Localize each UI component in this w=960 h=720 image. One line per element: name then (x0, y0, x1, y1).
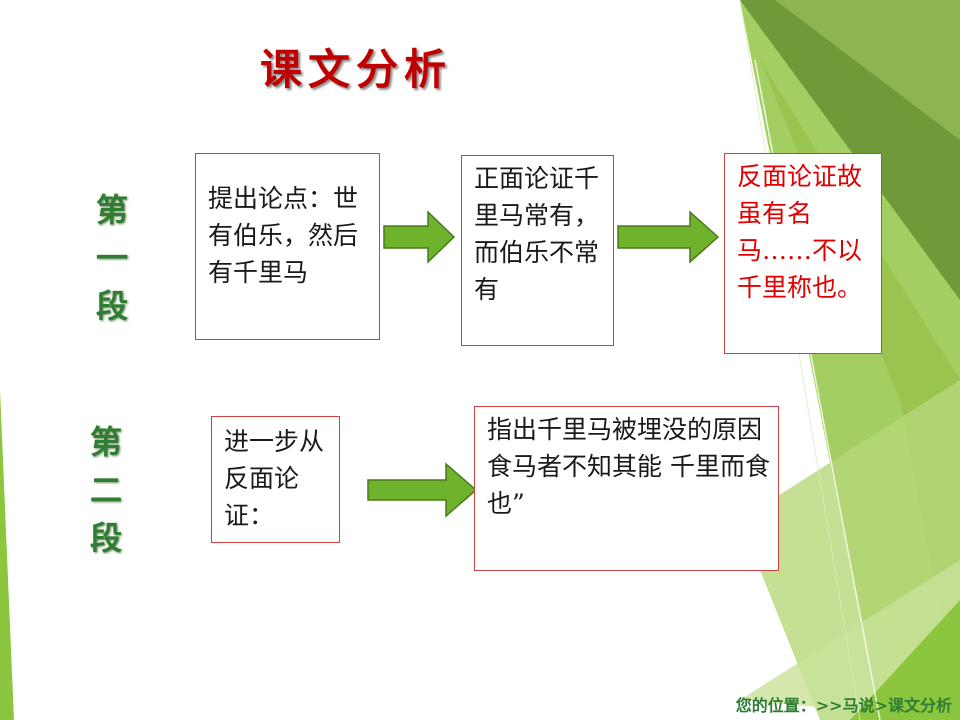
breadcrumb[interactable]: 您的位置：>>马说>课文分析 (735, 696, 952, 715)
arrow-right-icon (617, 210, 720, 264)
reason-text: 指出千里马被埋没的原因食马者不知其能 千里而食也” (487, 415, 770, 518)
section-label-2-text: 第二段 (89, 423, 122, 557)
negative-argument-text: 反面论证故虽有名马……不以千里称也。 (737, 162, 863, 302)
positive-argument-text: 正面论证千里马常有，而伯乐不常有 (474, 164, 600, 304)
further-step-box: 进一步从反面论证： (211, 416, 340, 543)
negative-argument-box: 反面论证故虽有名马……不以千里称也。 (724, 153, 882, 354)
page-title: 课文分析 (260, 45, 453, 94)
further-step-text: 进一步从反面论证： (224, 427, 325, 530)
section-label-2: 第二段 (76, 418, 136, 562)
positive-argument-box: 正面论证千里马常有，而伯乐不常有 (461, 155, 614, 346)
reason-box: 指出千里马被埋没的原因食马者不知其能 千里而食也” (474, 406, 779, 571)
arrow-right-icon (367, 462, 478, 518)
section-label-1-text: 第一段 (95, 191, 128, 325)
claim-text: 提出论点：世有伯乐，然后有千里马 (208, 184, 359, 287)
arrow-right-icon (383, 210, 456, 264)
section-label-1: 第一段 (82, 186, 142, 330)
claim-box: 提出论点：世有伯乐，然后有千里马 (195, 153, 380, 340)
